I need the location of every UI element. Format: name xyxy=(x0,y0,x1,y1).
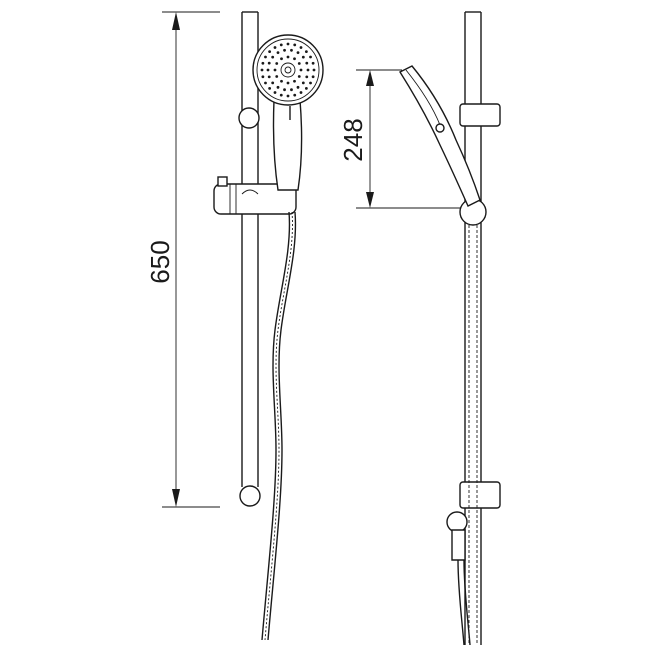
side-wall-outlet xyxy=(446,511,471,646)
shower-nozzle xyxy=(273,68,277,72)
front-rail-top-bracket-knob xyxy=(238,107,260,129)
shower-nozzle xyxy=(293,93,297,97)
shower-nozzle xyxy=(299,91,303,94)
shower-nozzle xyxy=(297,75,301,78)
dimension-650: 650 xyxy=(145,11,220,508)
side-bottom-bracket xyxy=(459,481,501,509)
shower-nozzle xyxy=(264,81,267,85)
shower-nozzle xyxy=(299,46,303,49)
shower-nozzle xyxy=(304,86,308,90)
shower-nozzle xyxy=(311,61,315,65)
shower-nozzle xyxy=(309,55,312,59)
dimension-248-arrow-top xyxy=(366,70,374,86)
side-lower-hose-right xyxy=(463,559,471,646)
front-slider-lock-knob xyxy=(217,176,228,187)
shower-nozzle xyxy=(301,55,305,59)
shower-nozzle xyxy=(296,85,300,89)
front-hose-texture xyxy=(264,211,293,641)
shower-nozzle xyxy=(264,55,267,59)
front-shower-handle xyxy=(272,99,303,191)
dimension-248-arrow-bottom xyxy=(366,192,374,208)
front-view: 650 xyxy=(145,11,324,641)
side-view: 248 xyxy=(338,11,501,646)
shower-nozzle xyxy=(293,57,296,61)
shower-nozzle xyxy=(305,61,309,65)
front-shower-head-rim xyxy=(256,38,320,102)
shower-nozzle xyxy=(290,48,293,52)
shower-nozzle xyxy=(268,50,272,54)
shower-nozzle xyxy=(279,93,283,97)
shower-nozzle xyxy=(296,51,300,55)
shower-nozzle xyxy=(267,61,271,65)
shower-nozzle xyxy=(279,43,283,47)
dimension-248-label: 248 xyxy=(338,118,368,161)
front-slider-body xyxy=(213,183,297,215)
shower-nozzle xyxy=(290,88,293,92)
front-rail xyxy=(238,11,261,507)
dimension-650-arrow-top xyxy=(172,12,180,30)
dimension-650-arrow-bottom xyxy=(172,489,180,507)
shower-nozzle xyxy=(305,75,309,79)
shower-nozzle xyxy=(261,75,265,79)
shower-nozzle xyxy=(293,43,297,47)
side-shower-spray-button xyxy=(435,123,445,133)
shower-nozzle xyxy=(304,50,308,54)
shower-nozzle xyxy=(266,68,270,72)
shower-nozzle xyxy=(283,48,286,52)
shower-nozzle xyxy=(273,91,277,94)
shower-nozzle xyxy=(299,68,303,72)
shower-nozzle xyxy=(273,46,277,49)
front-shower-head-center xyxy=(280,62,296,78)
shower-nozzle xyxy=(260,68,264,72)
side-wall-outlet-connector xyxy=(451,529,466,561)
shower-nozzle xyxy=(283,88,286,92)
shower-nozzle xyxy=(312,68,316,72)
shower-nozzle xyxy=(280,79,283,83)
front-hose-right-edge xyxy=(267,211,297,641)
front-shower-head-outer xyxy=(252,34,324,106)
shower-nozzle xyxy=(286,55,290,59)
shower-nozzle xyxy=(306,68,310,72)
shower-nozzle xyxy=(280,57,283,61)
side-rail xyxy=(459,11,501,645)
front-shower-nozzles xyxy=(260,42,316,98)
shower-nozzle xyxy=(271,81,275,85)
shower-nozzle xyxy=(271,55,275,59)
dimension-650-label: 650 xyxy=(145,240,175,283)
side-lower-hose-left xyxy=(457,559,465,646)
shower-nozzle xyxy=(286,81,290,85)
dimension-248: 248 xyxy=(338,69,462,209)
front-hose-left-edge xyxy=(261,211,291,641)
shower-nozzle xyxy=(286,42,290,46)
shower-nozzle xyxy=(276,85,280,89)
shower-nozzle xyxy=(275,62,279,65)
shower-nozzle xyxy=(301,81,305,85)
front-slider-holder xyxy=(213,176,297,215)
shower-nozzle xyxy=(276,51,280,55)
side-hand-shower xyxy=(398,65,481,207)
front-hand-shower xyxy=(252,34,324,191)
shower-nozzle xyxy=(261,61,265,65)
front-rail-bottom-end-cap xyxy=(239,485,261,507)
shower-nozzle xyxy=(297,62,301,65)
side-wall-outlet-elbow xyxy=(446,511,468,533)
front-slider-detail-arc xyxy=(241,189,259,195)
shower-nozzle xyxy=(309,81,312,85)
shower-nozzle xyxy=(267,75,271,79)
shower-nozzle xyxy=(268,86,272,90)
side-shower-face-line xyxy=(405,69,441,126)
shower-nozzle xyxy=(293,79,296,83)
shower-nozzle xyxy=(286,94,290,98)
front-shower-head-center-dot xyxy=(284,66,292,74)
shower-nozzle xyxy=(275,75,279,78)
side-shower-body xyxy=(398,65,481,207)
front-hose xyxy=(261,211,297,641)
shower-nozzle xyxy=(311,75,315,79)
side-top-bracket xyxy=(459,103,501,127)
